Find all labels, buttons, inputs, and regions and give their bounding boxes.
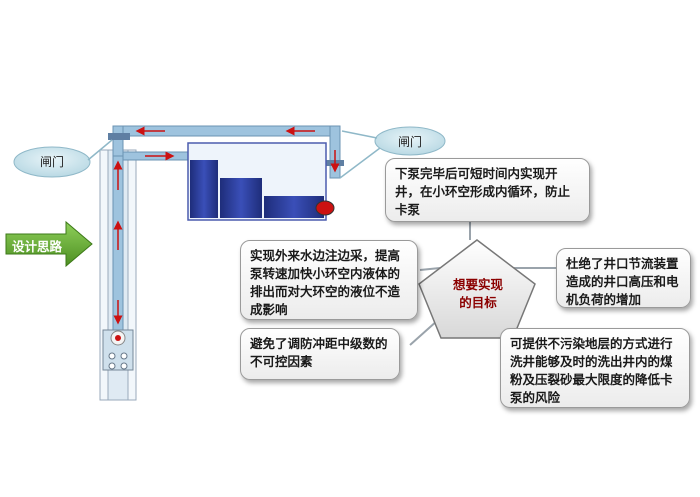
goal-pentagon: [418, 239, 536, 339]
bubble-bottom-left: 避免了调防冲距中级数的不可控因素: [240, 328, 400, 380]
valve-left-oval: [13, 146, 91, 178]
valve-left-label: 闸门: [39, 155, 64, 169]
valve-right-oval: [374, 126, 446, 156]
water-tank: [187, 142, 335, 221]
bubble-left: 实现外来水边注边采，提高泵转速加快小环空内液体的排出而对大环空的液位不造成影响: [240, 240, 418, 320]
valve-left-connector: [87, 139, 113, 161]
valve-right-connector-1: [341, 130, 378, 139]
design-arrow: [5, 220, 93, 268]
valve-right-label: 闸门: [397, 135, 422, 149]
design-label: 设计思路: [11, 239, 62, 254]
center-title-line1: 想要实现: [452, 277, 503, 292]
bubble-bottom-right: 可提供不污染地层的方式进行洗井能够及时的洗出井内的煤粉及压裂砂最大限度的降低卡泵…: [500, 328, 690, 408]
bubble-right: 杜绝了井口节流装置造成的井口高压和电机负荷的增加: [556, 248, 691, 308]
valve-right-connector-2: [339, 147, 381, 179]
bubble-top: 下泵完毕后可短时间内实现开井，在小环空形成内循环，防止卡泵: [385, 158, 590, 222]
center-title-line2: 的目标: [459, 295, 497, 310]
center-title: 想要实现 的目标: [436, 276, 520, 312]
well-casing: [99, 139, 137, 401]
flow-arrows: [113, 126, 340, 325]
